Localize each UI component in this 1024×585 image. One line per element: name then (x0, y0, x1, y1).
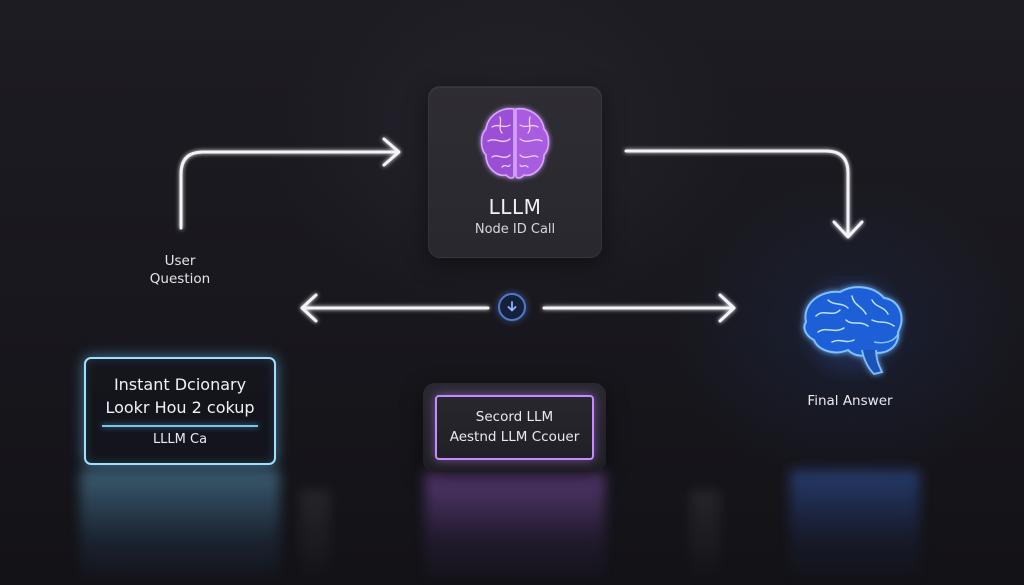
second-llm-card[interactable]: Secord LLM Aestnd LLM Ccouer (423, 383, 606, 472)
user-question-line1: User (164, 253, 196, 269)
second-llm-title: Secord LLM (475, 409, 554, 425)
final-answer-label: Final Answer (807, 393, 893, 409)
connector-node[interactable] (498, 293, 526, 321)
dictionary-caption: LLLM Ca (152, 432, 208, 447)
arrow-user-to-llm (179, 150, 400, 230)
llm-node-subtitle: Node ID Call (474, 222, 556, 237)
final-answer-reflection (790, 470, 920, 585)
dictionary-title-line1: Instant Dcionary (113, 375, 247, 394)
brain-icon (480, 107, 550, 179)
brain-icon (794, 276, 910, 380)
arrow-bidirectional-left-head (300, 293, 318, 323)
arrow-reflection-right (690, 490, 720, 585)
llm-node-card[interactable]: LLLM Node ID Call (428, 86, 602, 258)
dictionary-title-line2: Lookr Hou 2 cokup (105, 398, 255, 417)
dictionary-lookup-card[interactable]: Instant Dcionary Lookr Hou 2 cokup LLLM … (84, 357, 276, 465)
dictionary-divider (102, 425, 258, 427)
dictionary-reflection (80, 470, 280, 585)
arrow-user-to-llm-head (382, 137, 401, 167)
second-llm-frame: Secord LLM Aestnd LLM Ccouer (435, 395, 594, 460)
arrow-bidirectional-right-head (718, 293, 736, 323)
download-arrow-icon (507, 301, 517, 312)
arrow-reflection-left (300, 490, 330, 585)
user-question-line2: Question (149, 271, 211, 287)
user-question-label: User Question (130, 252, 230, 288)
second-llm-subtitle: Aestnd LLM Ccouer (449, 429, 580, 445)
second-llm-reflection (425, 470, 605, 585)
arrow-llm-to-final-head (832, 220, 864, 239)
arrow-llm-to-final (624, 149, 850, 238)
llm-node-title: LLLM (488, 195, 542, 219)
